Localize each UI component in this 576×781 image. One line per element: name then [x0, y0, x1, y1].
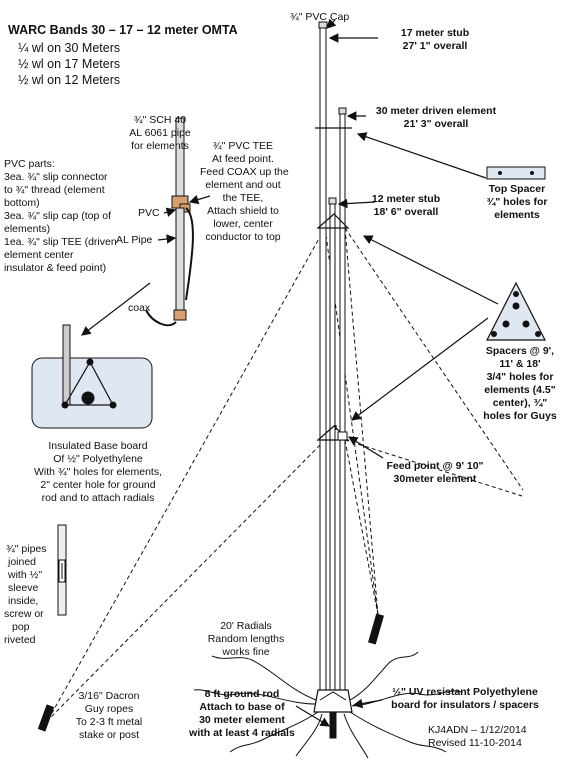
label-pvc-parts-4: bottom) [4, 197, 40, 209]
callout-arrows [81, 18, 499, 727]
label-pipes-joined-2: joined [8, 556, 37, 568]
title-line-3: ½ wl on 12 Meters [18, 73, 121, 87]
label-pvc-tee-6: Attach shield to [207, 205, 279, 217]
label-top-spacer-3: elements [494, 209, 540, 221]
vertical-elements [318, 21, 347, 705]
label-uv-board-2: board for insulators / spacers [391, 699, 539, 711]
label-ground-rod-3: 30 meter element [199, 714, 285, 726]
label-ground-rod-2: Attach to base of [199, 701, 285, 713]
label-radials-2: Random lengths [207, 633, 285, 645]
label-pvc-tee-1: ¾" PVC TEE [212, 140, 274, 152]
label-pvc-tee-8: conductor to top [205, 231, 281, 243]
label-pvc-tee-5: the TEE, [222, 192, 264, 204]
label-feed-point-a: Feed point @ 9' 10" [386, 460, 484, 472]
label-radials-3: works fine [222, 646, 270, 658]
label-spacers-5: center), ¾" [492, 397, 548, 409]
title-line-2: ½ wl on 17 Meters [18, 57, 121, 71]
mast-base [313, 689, 353, 739]
feed-point-tee [337, 431, 348, 441]
label-pvc-tee-4: element and out [205, 179, 281, 191]
label-driven30-a: 30 meter driven element [375, 105, 497, 117]
label-guy-ropes-3: To 2-3 ft metal [75, 716, 143, 728]
label-spacers-3: 3/4" holes for [486, 371, 554, 383]
label-spacers-6: holes for Guys [483, 410, 557, 422]
credit-revised: Revised 11-10-2014 [428, 737, 522, 749]
al-pipe-lower [175, 207, 185, 311]
pvc-cap-12m [328, 197, 337, 205]
label-pvc-tee-2: At feed point. [212, 153, 274, 165]
spacer-detail [486, 281, 546, 341]
label-stub17-b: 27' 1" overall [402, 40, 468, 52]
label-base-board-4: 2" center hole for ground [40, 479, 156, 491]
top-spacer-detail [486, 166, 546, 180]
label-base-board-2: Of ½" Polyethylene [53, 453, 143, 465]
label-pipes-joined-4: sleeve [8, 582, 39, 594]
label-guy-ropes-2: Guy ropes [84, 703, 134, 715]
label-top-spacer-1: Top Spacer [488, 183, 546, 195]
pvc-cap-30m [338, 107, 347, 115]
label-pvc-parts-5: 3ea. ¾" slip cap (top of [4, 210, 112, 222]
label-ground-rod-1: 8 ft ground rod [204, 688, 280, 700]
label-driven30-b: 21' 3" overall [403, 118, 469, 130]
label-guy-ropes-4: stake or post [78, 729, 140, 741]
label-radials-1: 20' Radials [220, 620, 272, 632]
label-pipes-joined-7: pop [12, 621, 30, 633]
pipe-joint-detail [57, 524, 67, 616]
label-base-board-3: With ¾" holes for elements, [33, 466, 163, 478]
credit-author-date: KJ4ADN – 1/12/2014 [428, 724, 527, 736]
label-pvc-parts-1: PVC parts: [4, 158, 55, 170]
label-spacers-4: elements (4.5" [484, 384, 556, 396]
diagram-title: WARC Bands 30 – 17 – 12 meter OMTA [8, 23, 238, 37]
label-coax: coax [128, 302, 151, 314]
label-guy-ropes-1: 3/16" Dacron [78, 690, 140, 702]
label-sch40-3: for elements [131, 140, 189, 152]
label-stub12-a: 12 meter stub [371, 193, 441, 205]
label-al-pipe: AL Pipe [116, 234, 153, 246]
guy-stake-left [37, 704, 55, 732]
label-pvc-parts-9: insulator & feed point) [4, 262, 107, 274]
label-stub17-a: 17 meter stub [400, 27, 470, 39]
element-detail [145, 117, 194, 327]
label-pvc-parts-3: to ¾" thread (element [4, 184, 105, 196]
label-top-spacer-2: ¾" holes for [486, 196, 548, 208]
label-spacers-2: 11' & 18' [499, 358, 541, 370]
label-spacers-1: Spacers @ 9', [485, 345, 555, 357]
label-pvc-tee-7: lower, center [213, 218, 273, 230]
label-sch40-2: AL 6061 pipe [129, 127, 191, 139]
label-base-board-1: Insulated Base board [48, 440, 148, 452]
guy-stake-right [368, 613, 384, 645]
label-ground-rod-4: with at least 4 radials [189, 727, 295, 739]
label-pvc-tee-3: Feed COAX up the [200, 166, 289, 178]
label-base-board-5: rod and to attach radials [41, 492, 155, 504]
label-sch40-1: ¾" SCH 40 [133, 114, 187, 126]
label-feed-point-b: 30meter element [393, 473, 477, 485]
label-uv-board-1: ½" UV resistant Polyethylene [392, 686, 538, 698]
label-pipes-joined-1: ¾" pipes [6, 543, 47, 555]
label-pipes-joined-3: with ½" [8, 569, 43, 581]
label-pvc-cap: ¾" PVC Cap [290, 11, 350, 23]
element-12m [329, 201, 336, 705]
label-pvc: PVC [138, 207, 160, 219]
element-30m [339, 111, 346, 705]
label-stub12-b: 18' 6" overall [373, 206, 439, 218]
base-board-detail [31, 324, 153, 429]
label-pvc-parts-2: 3ea. ¾" slip connector [4, 171, 108, 183]
title-line-1: ¼ wl on 30 Meters [18, 41, 121, 55]
label-pvc-parts-6: elements) [4, 223, 51, 235]
label-pipes-joined-6: screw or [4, 608, 44, 620]
label-pvc-parts-7: 1ea. ¾" slip TEE (driven [4, 236, 117, 248]
label-pvc-parts-8: element center [4, 249, 74, 261]
label-pipes-joined-5: inside, [8, 595, 39, 607]
ground-rod [329, 711, 337, 739]
slip-connector [173, 309, 187, 321]
label-pipes-joined-8: riveted [4, 634, 36, 646]
